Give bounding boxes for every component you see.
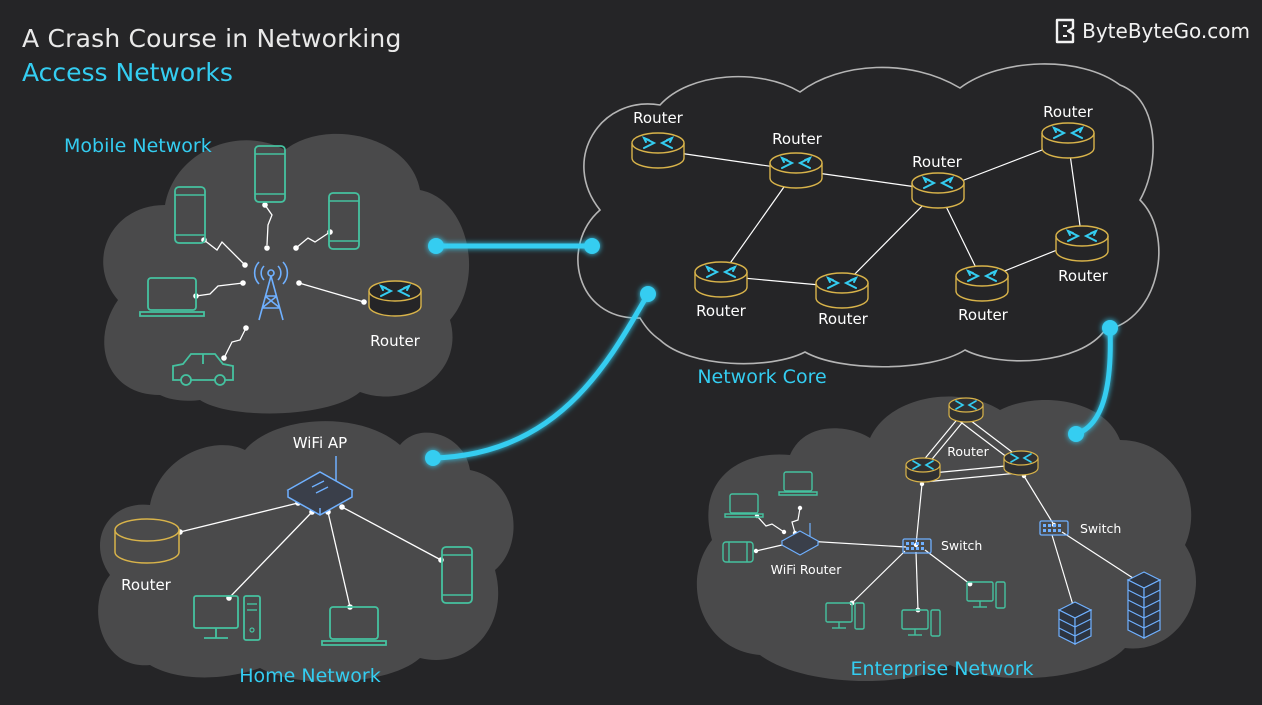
mobile-network-label: Mobile Network bbox=[64, 135, 212, 157]
router-icon bbox=[114, 518, 180, 564]
router-icon bbox=[631, 132, 685, 169]
home-router-label: Router bbox=[121, 576, 172, 594]
core-router-label: Router bbox=[958, 306, 1009, 324]
core-router-label: Router bbox=[1058, 267, 1109, 285]
router-icon bbox=[1041, 122, 1095, 159]
server-rack-icon bbox=[1057, 601, 1093, 645]
link-home-core bbox=[430, 291, 651, 461]
brand: ByteByteGo.com bbox=[1054, 18, 1250, 44]
router-icon bbox=[948, 397, 984, 423]
enterprise-router-label: Router bbox=[947, 444, 989, 459]
wifi-access-point-icon bbox=[286, 456, 354, 516]
router-icon bbox=[955, 265, 1009, 302]
core-router-label: Router bbox=[912, 153, 963, 171]
home-network-label: Home Network bbox=[239, 665, 380, 687]
router-icon bbox=[1003, 450, 1039, 476]
home-network-cloud bbox=[98, 421, 514, 682]
cell-tower-icon bbox=[253, 261, 289, 321]
core-router-label: Router bbox=[696, 302, 747, 320]
network-core: Router Router Router Router Router Route… bbox=[631, 103, 1109, 388]
mobile-router-label: Router bbox=[370, 332, 421, 350]
core-router-label: Router bbox=[772, 130, 823, 148]
core-router-label: Router bbox=[818, 310, 869, 328]
wifi-router-label: WiFi Router bbox=[771, 562, 843, 577]
switch-label: Switch bbox=[941, 538, 982, 553]
wifi-access-point-icon bbox=[780, 523, 820, 556]
server-rack-icon bbox=[1126, 571, 1162, 639]
brand-text: ByteByteGo.com bbox=[1082, 19, 1250, 43]
router-icon bbox=[905, 457, 941, 483]
enterprise-network: Router Switch Switch WiFi Router bbox=[722, 397, 1162, 680]
router-icon bbox=[769, 152, 823, 189]
router-icon bbox=[694, 261, 748, 298]
router-icon bbox=[815, 272, 869, 309]
router-icon bbox=[368, 280, 422, 317]
page-subtitle: Access Networks bbox=[22, 58, 233, 87]
router-icon bbox=[911, 172, 965, 209]
mobile-network-cloud bbox=[103, 133, 470, 414]
network-core-label: Network Core bbox=[697, 366, 826, 388]
smartphone-icon bbox=[722, 541, 754, 563]
router-icon bbox=[1055, 225, 1109, 262]
wifi-ap-label: WiFi AP bbox=[293, 434, 347, 452]
mobile-network: Router Mobile Network bbox=[64, 135, 422, 386]
switch-label: Switch bbox=[1080, 521, 1121, 536]
core-router-label: Router bbox=[633, 109, 684, 127]
car-icon bbox=[172, 353, 234, 386]
bytebytego-logo-icon bbox=[1054, 18, 1076, 44]
page-title: A Crash Course in Networking bbox=[22, 24, 402, 53]
core-router-label: Router bbox=[1043, 103, 1094, 121]
enterprise-network-label: Enterprise Network bbox=[850, 658, 1033, 680]
link-core-enterprise bbox=[1073, 325, 1113, 437]
home-network: WiFi AP Router Home Network bbox=[114, 434, 473, 687]
